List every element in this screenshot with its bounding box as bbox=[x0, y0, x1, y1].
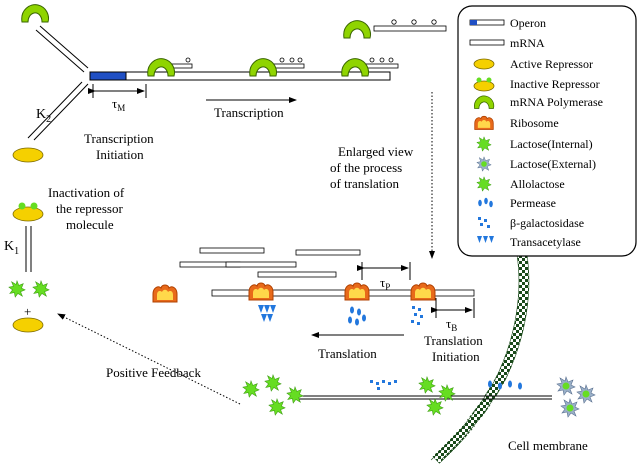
svg-text:Lactose(External): Lactose(External) bbox=[510, 157, 596, 171]
positive-feedback-arrow bbox=[57, 313, 241, 405]
svg-text:Active Repressor: Active Repressor bbox=[510, 57, 593, 71]
lactose-external-icon bbox=[556, 376, 576, 396]
legend: Operon mRNA Active Repressor Inactive Re… bbox=[457, 5, 637, 257]
legend-item-permease: Permease bbox=[478, 196, 556, 210]
svg-text:Allolactose: Allolactose bbox=[510, 177, 565, 191]
legend-item-operon: Operon bbox=[469, 16, 546, 30]
svg-text:Inactive Repressor: Inactive Repressor bbox=[510, 77, 600, 91]
positive-feedback-label: Positive Feedback bbox=[106, 365, 201, 380]
galactosidase-products bbox=[411, 306, 423, 325]
ribosome-icon bbox=[248, 282, 274, 301]
legend-item-active-repressor: Active Repressor bbox=[473, 57, 593, 71]
allolactose-icon bbox=[268, 398, 286, 416]
lactose-internal-icon bbox=[418, 376, 436, 394]
tau-m-label: τM bbox=[112, 96, 125, 113]
k1-label: K1 bbox=[4, 239, 19, 257]
dna-strand bbox=[89, 71, 391, 81]
allolactose-icon bbox=[286, 386, 304, 404]
legend-item-lactose-internal: Lactose(Internal) bbox=[476, 136, 593, 152]
legend-item-allolactose: Allolactose bbox=[476, 176, 565, 192]
allolactose-icon bbox=[242, 380, 260, 398]
lactose-internal-icon bbox=[426, 398, 444, 416]
svg-text:mRNA Polymerase: mRNA Polymerase bbox=[510, 95, 603, 109]
svg-text:Ribosome: Ribosome bbox=[510, 116, 559, 130]
legend-item-lactose-external: Lactose(External) bbox=[476, 156, 596, 172]
legend-item-transacetylase: Transacetylase bbox=[477, 235, 581, 249]
galactosidase-on-path bbox=[370, 380, 397, 390]
operon-segment bbox=[89, 71, 127, 81]
tau-b-interval bbox=[431, 298, 475, 318]
allolactose-icon bbox=[264, 374, 282, 392]
ribosome-icon bbox=[344, 282, 370, 301]
polymerase-icon bbox=[21, 4, 50, 23]
mrna-strand bbox=[211, 289, 475, 297]
transacetylase-products bbox=[258, 305, 276, 322]
k2-label: K2 bbox=[36, 107, 51, 125]
k2-equilibrium bbox=[27, 81, 89, 141]
allolactose-icon bbox=[8, 280, 26, 298]
transcribing-polymerases bbox=[147, 57, 399, 77]
svg-text:Transacetylase: Transacetylase bbox=[510, 235, 581, 249]
svg-text:Operon: Operon bbox=[510, 16, 546, 30]
permease-products bbox=[348, 306, 366, 326]
k1-equilibrium bbox=[25, 226, 32, 272]
legend-item-ribosome: Ribosome bbox=[474, 115, 559, 130]
ribosome-icon bbox=[410, 282, 436, 301]
active-repressor-icon bbox=[12, 317, 44, 333]
plus-sign: + bbox=[24, 304, 31, 319]
svg-text:mRNA: mRNA bbox=[510, 36, 545, 50]
lactose-external-icon bbox=[576, 384, 596, 404]
permease-on-membrane bbox=[488, 380, 522, 390]
legend-item-galactosidase: β-galactosidase bbox=[478, 216, 584, 230]
legend-item-polymerase: mRNA Polymerase bbox=[473, 95, 603, 109]
tau-b-label: τB bbox=[446, 316, 457, 333]
tau-p-interval bbox=[357, 262, 411, 280]
ribosome-icon bbox=[152, 284, 178, 303]
lactose-import-path bbox=[298, 395, 552, 400]
svg-text:Lactose(Internal): Lactose(Internal) bbox=[510, 137, 593, 151]
cell-membrane-label: Cell membrane bbox=[508, 438, 588, 453]
translation-label: Translation bbox=[318, 346, 377, 361]
transcription-label: Transcription bbox=[214, 105, 284, 120]
cell-membrane bbox=[432, 242, 529, 464]
polymerase-binding-arrow bbox=[35, 25, 89, 73]
tau-m-interval bbox=[88, 84, 147, 98]
svg-text:β-galactosidase: β-galactosidase bbox=[510, 216, 584, 230]
legend-item-mrna: mRNA bbox=[469, 36, 545, 50]
lactose-external-icon bbox=[560, 398, 580, 418]
legend-item-inactive-repressor: Inactive Repressor bbox=[473, 77, 600, 92]
tau-p-label: τP bbox=[380, 275, 390, 292]
polymerase-icon bbox=[343, 20, 372, 39]
active-repressor-icon bbox=[12, 147, 44, 163]
mrna-fragments bbox=[179, 247, 361, 278]
released-transcript bbox=[343, 19, 447, 39]
svg-text:Permease: Permease bbox=[510, 196, 556, 210]
allolactose-icon bbox=[32, 280, 50, 298]
inactive-repressor-group bbox=[12, 202, 44, 222]
